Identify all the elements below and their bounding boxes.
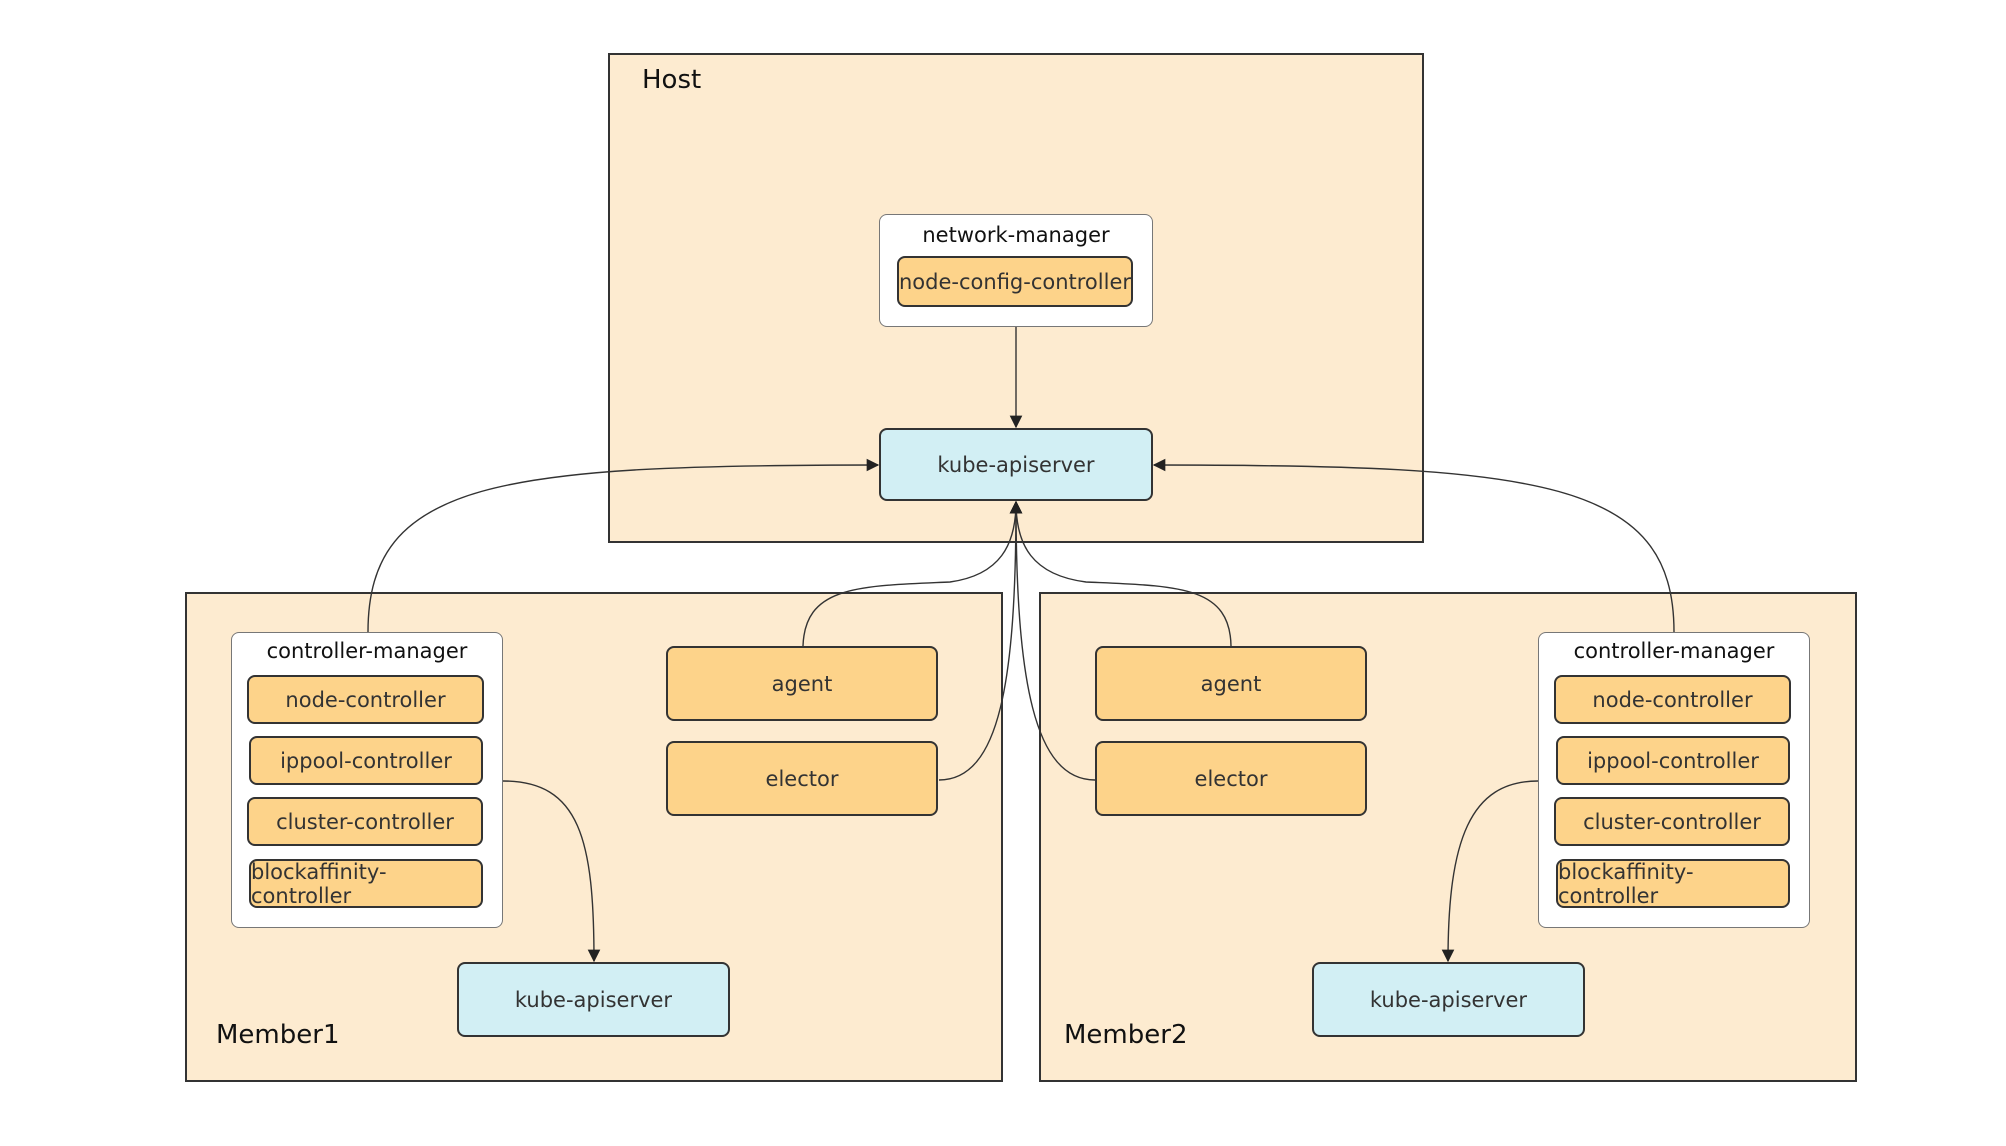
member2-elector-node: elector [1095, 741, 1367, 816]
host-kube-apiserver-node: kube-apiserver [879, 428, 1153, 501]
edge-member1-elector-to-host-apiserver [938, 500, 1023, 781]
member1-elector-node: elector [666, 741, 938, 816]
member2-cluster-controller: cluster-controller [1554, 797, 1790, 846]
edge-member2-controller-manager-to-member2-apiserver [1441, 780, 1539, 963]
member1-cluster-controller: cluster-controller [247, 797, 483, 846]
edge-member2-agent-to-host-apiserver [1009, 500, 1232, 647]
member1-label: Member1 [216, 1020, 340, 1050]
member2-label: Member2 [1064, 1020, 1188, 1050]
member1-controller-manager-title: controller-manager [266, 639, 468, 663]
edge-member2-controller-manager-to-host-apiserver [1152, 458, 1675, 633]
host-label: Host [642, 65, 702, 95]
network-manager-title: network-manager [922, 223, 1110, 247]
member1-kube-apiserver-node: kube-apiserver [457, 962, 730, 1037]
edge-member2-elector-to-host-apiserver [1009, 500, 1096, 781]
member2-ippool-controller: ippool-controller [1556, 736, 1790, 785]
member2-blockaffinity-controller: blockaffinity-controller [1556, 859, 1790, 908]
edge-member1-controller-manager-to-host-apiserver [367, 458, 880, 633]
node-config-controller-node: node-config-controller [897, 256, 1133, 307]
member1-blockaffinity-controller: blockaffinity-controller [249, 859, 483, 908]
member1-ippool-controller: ippool-controller [249, 736, 483, 785]
edge-member1-controller-manager-to-member1-apiserver [502, 780, 601, 963]
member2-agent-node: agent [1095, 646, 1367, 721]
member1-agent-node: agent [666, 646, 938, 721]
member2-kube-apiserver-node: kube-apiserver [1312, 962, 1585, 1037]
member2-controller-manager-title: controller-manager [1573, 639, 1775, 663]
edge-member1-agent-to-host-apiserver [802, 500, 1023, 647]
member2-node-controller: node-controller [1554, 675, 1791, 724]
member1-node-controller: node-controller [247, 675, 484, 724]
